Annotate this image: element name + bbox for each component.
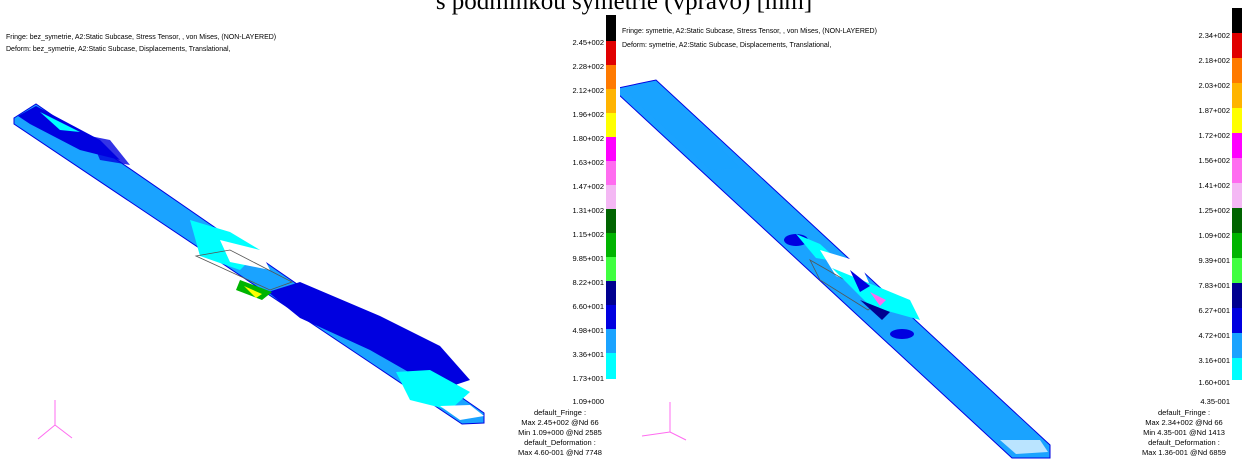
legend-tick-label: 1.63+002 <box>572 158 605 167</box>
legend-tick-label: 2.28+002 <box>572 62 605 71</box>
legend-tick-label: 1.60+001 <box>1198 378 1231 387</box>
legend-swatch <box>1232 208 1242 233</box>
legend-swatch <box>1232 108 1242 133</box>
legend-tick-label: 7.83+001 <box>1198 281 1231 290</box>
summary-line: default_Deformation : <box>524 438 596 447</box>
deform-header: Deform: bez_symetrie, A2:Static Subcase,… <box>6 46 231 53</box>
legend-tick-label: 1.41+002 <box>1198 181 1231 190</box>
legend-tick-label: 1.87+002 <box>1198 106 1231 115</box>
fringe-header: Fringe: symetrie, A2:Static Subcase, Str… <box>622 28 877 35</box>
legend-tick-label: 1.73+001 <box>572 374 605 383</box>
page-title: s podmínkou symetrie (vpravo) [mm] <box>435 0 813 15</box>
legend-tick-label: 6.60+001 <box>572 302 605 311</box>
legend-tick-label: 4.72+001 <box>1198 331 1231 340</box>
legend-swatch <box>1232 83 1242 108</box>
legend-swatch <box>1232 258 1242 283</box>
summary-line: Max 2.45+002 @Nd 66 <box>521 418 599 427</box>
legend-swatch <box>1232 133 1242 158</box>
legend-swatch <box>606 113 616 137</box>
legend-tick-label: 9.85+001 <box>572 254 605 263</box>
fringe-header: Fringe: bez_symetrie, A2:Static Subcase,… <box>6 34 277 41</box>
legend-tick-label: 1.15+002 <box>572 230 605 239</box>
legend-tick-label: 2.18+002 <box>1198 56 1231 65</box>
right-result-panel: Fringe: symetrie, A2:Static Subcase, Str… <box>620 0 1248 466</box>
legend-tick-label: 6.27+001 <box>1198 306 1231 315</box>
legend-swatch <box>1232 8 1242 33</box>
left-result-panel: Fringe: bez_symetrie, A2:Static Subcase,… <box>0 0 620 466</box>
fe-model-view <box>620 79 1051 459</box>
legend-tick-label: 1.25+002 <box>1198 206 1231 215</box>
legend-swatch <box>606 137 616 161</box>
legend-swatch <box>606 15 616 41</box>
legend-tick-label: 2.34+002 <box>1198 31 1231 40</box>
legend-swatch <box>606 281 616 305</box>
legend-tick-label: 9.39+001 <box>1198 256 1231 265</box>
legend-tick-label: 3.36+001 <box>572 350 605 359</box>
deform-header: Deform: symetrie, A2:Static Subcase, Dis… <box>622 42 832 49</box>
legend-swatch <box>606 329 616 353</box>
legend-tick-label: 2.03+002 <box>1198 81 1231 90</box>
fe-model-view <box>13 103 485 440</box>
summary-line: default_Fringe : <box>1157 408 1211 417</box>
legend-tick-label: 1.96+002 <box>572 110 605 119</box>
result-summary: default_Fringe : Max 2.45+002 @Nd 66 Min… <box>512 408 608 458</box>
summary-line: default_Fringe : <box>533 408 587 417</box>
legend-swatch <box>606 257 616 281</box>
legend-tick-label: 1.80+002 <box>572 134 605 143</box>
legend-tick-label: 1.72+002 <box>1198 131 1231 140</box>
legend-tick-label: 1.31+002 <box>572 206 605 215</box>
legend-swatch <box>1232 233 1242 258</box>
legend-swatch <box>606 353 616 379</box>
legend-swatch <box>606 89 616 113</box>
legend-swatch <box>1232 358 1242 380</box>
legend-swatch <box>1232 58 1242 83</box>
legend-tick-label: 1.47+002 <box>572 182 605 191</box>
legend-swatch <box>1232 183 1242 208</box>
legend-tick-label: 4.98+001 <box>572 326 605 335</box>
legend-swatch <box>606 185 616 209</box>
summary-line: Max 4.60-001 @Nd 7748 <box>518 448 602 457</box>
legend-swatch <box>606 209 616 233</box>
legend-swatch <box>606 65 616 89</box>
summary-line: default_Deformation : <box>1148 438 1220 447</box>
legend-tick-label: 8.22+001 <box>572 278 605 287</box>
result-summary: default_Fringe : Max 2.34+002 @Nd 66 Min… <box>1134 408 1234 458</box>
legend-swatch <box>1232 158 1242 183</box>
summary-line: Max 2.34+002 @Nd 66 <box>1145 418 1223 427</box>
legend-tick-label: 2.45+002 <box>572 38 605 47</box>
summary-line: Min 1.09+000 @Nd 2585 <box>518 428 602 437</box>
legend-tick-label: 3.16+001 <box>1198 356 1231 365</box>
legend-swatch <box>1232 33 1242 58</box>
summary-line: Max 1.36-001 @Nd 6859 <box>1142 448 1226 457</box>
legend-swatch <box>606 305 616 329</box>
legend-swatch <box>1232 283 1242 308</box>
legend-swatch <box>606 41 616 65</box>
legend-swatch <box>606 161 616 185</box>
legend-tick-label: 2.12+002 <box>572 86 605 95</box>
legend-tick-label: 1.09+000 <box>572 397 605 406</box>
legend-tick-label: 1.56+002 <box>1198 156 1231 165</box>
legend-swatch <box>1232 333 1242 358</box>
legend-swatch <box>1232 308 1242 333</box>
legend-swatch <box>606 233 616 257</box>
summary-line: Min 4.35-001 @Nd 1413 <box>1143 428 1225 437</box>
legend-tick-label: 4.35-001 <box>1200 397 1230 406</box>
legend-tick-label: 1.09+002 <box>1198 231 1231 240</box>
